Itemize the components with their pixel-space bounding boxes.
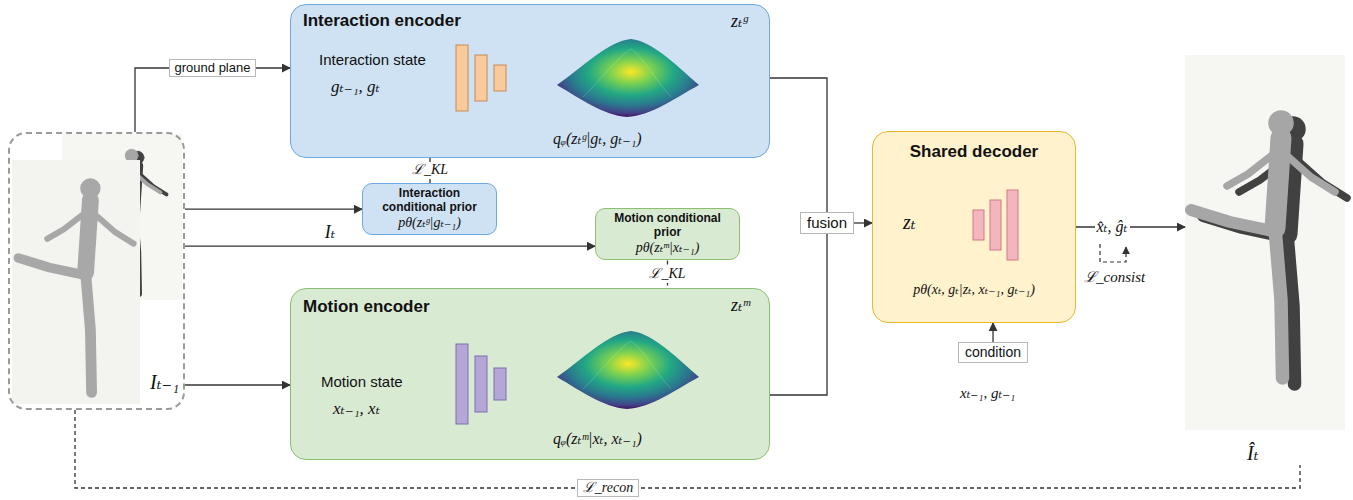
consistency-loop xyxy=(1100,244,1126,262)
loss-label: ℒ_KL xyxy=(410,162,450,179)
box-heading: Interaction encoder xyxy=(303,11,461,31)
condition-variables: xₜ₋₁, gₜ₋₁ xyxy=(960,384,1015,402)
prior-box: Interaction conditional priorpθ(zₜᵍ|gₜ₋₁… xyxy=(362,183,497,235)
encoder-box: Motion encoder zₜᵐMotion state xₜ₋₁, xₜ qᵩ(… xyxy=(290,288,770,460)
distribution-formula: qᵩ(zₜᵍ|gₜ, gₜ₋₁) xyxy=(553,129,642,148)
state-variables: gₜ₋₁, gₜ xyxy=(331,77,380,97)
encoder-box: Interaction encoder zₜᵍInteraction state g… xyxy=(290,4,770,158)
connector xyxy=(185,246,595,247)
loss-label: ℒ_recon xyxy=(577,479,639,498)
edge-label: Iₜ xyxy=(323,222,337,244)
state-label: Interaction state xyxy=(319,51,426,69)
input-frame-front xyxy=(12,160,140,404)
box-label: fusion xyxy=(807,214,847,232)
output-image: Îₜ xyxy=(1185,55,1345,465)
distribution-formula: pθ(zₜᵍ|gₜ₋₁) xyxy=(367,215,492,232)
output-frame xyxy=(1185,55,1347,430)
frame-label: Iₜ₋₁ xyxy=(150,370,179,394)
box-heading: Interaction conditional prior xyxy=(367,187,492,215)
distribution-formula: qᵩ(zₜᵐ|xₜ, xₜ₋₁) xyxy=(553,429,642,448)
prior-box: Motion conditional priorpθ(zₜᵐ|xₜ₋₁) xyxy=(595,208,740,260)
latent-distribution-plot xyxy=(557,331,699,409)
distribution-formula: pθ(xₜ, gₜ|zₜ, xₜ₋₁, gₜ₋₁) xyxy=(913,282,1035,299)
frame-label: Îₜ xyxy=(1247,441,1259,465)
box-label: condition xyxy=(965,344,1021,361)
connector xyxy=(854,222,872,223)
connector xyxy=(185,209,362,210)
latent-symbol: zₜᵐ xyxy=(731,295,750,317)
connector xyxy=(185,384,290,385)
latent-symbol: zₜ xyxy=(903,210,916,234)
loss-label: ℒ_consist xyxy=(1084,268,1145,286)
connector xyxy=(1076,226,1185,227)
box-heading: Motion encoder xyxy=(303,297,430,317)
latent-symbol: zₜᵍ xyxy=(731,11,748,33)
connector xyxy=(992,323,993,342)
connector xyxy=(770,234,827,395)
condition-box: condition xyxy=(958,342,1028,363)
loss-label: ℒ_KL xyxy=(647,266,687,283)
decoder-box: Shared decoder zₜ pθ(xₜ, gₜ|zₜ, xₜ₋₁, gₜ₋₁… xyxy=(872,131,1076,323)
box-heading: Motion conditional prior xyxy=(600,212,735,240)
edge-label: ground plane xyxy=(169,59,257,77)
connector xyxy=(135,68,290,132)
state-variables: xₜ₋₁, xₜ xyxy=(333,399,380,419)
box-heading: Shared decoder xyxy=(910,142,1039,162)
input-frame: Iₜ₋₁ xyxy=(8,132,185,410)
distribution-formula: pθ(zₜᵐ|xₜ₋₁) xyxy=(600,240,735,257)
latent-distribution-plot xyxy=(557,39,699,117)
connector xyxy=(770,78,827,212)
state-label: Motion state xyxy=(321,373,403,391)
fusion-box: fusion xyxy=(800,212,854,234)
edge-label: x̂ₜ, ĝₜ xyxy=(1095,217,1130,236)
